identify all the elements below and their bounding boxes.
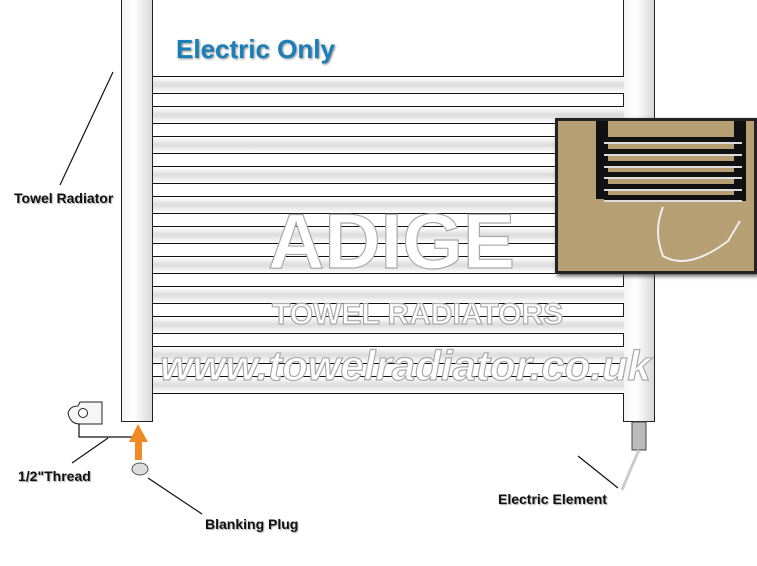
radiator-bar — [153, 256, 624, 274]
radiator-bar — [153, 106, 624, 124]
radiator-bar — [153, 376, 624, 394]
product-photo — [555, 118, 757, 274]
radiator-bar — [153, 316, 624, 334]
radiator-bar — [153, 346, 624, 364]
arrow-icon — [135, 440, 142, 460]
electric-element-icon — [631, 421, 647, 451]
left-rail — [121, 0, 153, 422]
radiator-bar — [153, 196, 624, 214]
radiator-bar — [153, 76, 624, 94]
blanking-plug-icon — [131, 462, 149, 476]
radiator-bar — [153, 136, 624, 154]
label-electric-element: Electric Element — [498, 491, 607, 507]
diagram-title: Electric Only — [176, 34, 335, 64]
radiator-bar — [153, 286, 624, 304]
watermark-brand-sub: TOWEL RADIATORS — [271, 297, 564, 331]
label-thread: 1/2"Thread — [18, 468, 91, 484]
watermark-brand: ADIGE — [267, 196, 516, 285]
watermark-url: www.towelradiator.co.uk — [159, 341, 651, 389]
radiator-bar — [153, 226, 624, 244]
radiator-bar — [153, 166, 624, 184]
label-blanking-plug: Blanking Plug — [205, 516, 299, 532]
label-towel-radiator: Towel Radiator — [14, 190, 114, 206]
